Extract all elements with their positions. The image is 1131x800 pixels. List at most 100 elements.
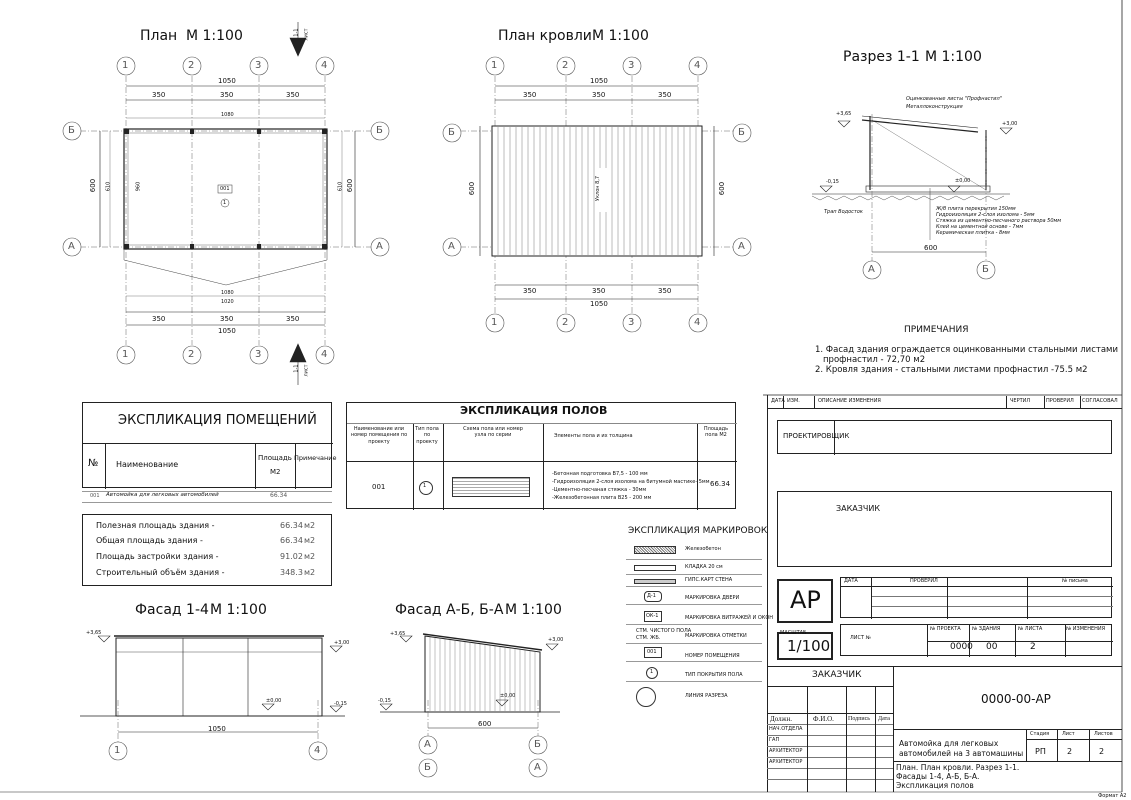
section-level-000: ±0,00	[955, 178, 971, 184]
floor-scheme-graphic	[452, 477, 530, 497]
plan-axis-2-bottom: 2	[188, 349, 195, 360]
floors-h5: Площадь пола М2	[703, 426, 729, 439]
areas-box	[82, 514, 332, 586]
floors-h3: Схема пола или номер узла по серии	[463, 426, 523, 439]
marking-label-2: КЛАДКА 20 см	[685, 564, 723, 570]
plan-dim-roof-h: 960	[135, 181, 142, 192]
section-callout-2: Металлоконструкция	[906, 104, 963, 110]
plan-outline	[123, 128, 328, 250]
plan-columns	[124, 129, 327, 249]
rooms-col-area-unit: М2	[270, 468, 281, 476]
marking-door-code: Д-1	[647, 593, 656, 599]
proj-value: 0000	[950, 642, 973, 652]
sheet-value: 2	[1067, 747, 1073, 756]
plan-dim-height-right: 600	[346, 178, 355, 193]
floors-row-num: 001	[372, 483, 386, 491]
plan-axis-b-right: Б	[376, 125, 383, 136]
plan-axis-3-bottom: 3	[255, 349, 262, 360]
floors-h2: Тип пола по проекту	[415, 426, 439, 445]
plan-dim-span2-b: 350	[220, 315, 234, 323]
level-marks	[819, 120, 1013, 193]
plan-room-type: 1	[223, 200, 227, 206]
roof-plan-title: План кровли	[498, 28, 592, 44]
notes-line-2: 2. Кровля здания - стальными листами про…	[815, 365, 1088, 375]
marking-concrete-swatch	[634, 546, 676, 554]
rooms-col-num: №	[88, 458, 99, 469]
drawing-contents: План. План кровли. Разрез 1-1. Фасады 1-…	[896, 763, 1020, 790]
rooms-row-area: 66.34	[270, 492, 288, 499]
facade1-level-000: ±0,00	[266, 698, 282, 704]
floors-type-circle	[419, 481, 433, 495]
marking-label-6: МАРКИРОВКА ОТМЕТКИ	[685, 633, 747, 639]
scale-box	[777, 632, 833, 660]
facade2-level-300: +3,00	[548, 637, 564, 643]
marking-label-7: НОМЕР ПОМЕЩЕНИЯ	[685, 653, 740, 659]
roof-axis-4-top: 4	[694, 60, 701, 71]
facade2-level-000: ±0,00	[500, 693, 516, 699]
date-h-checked: ПРОВЕРИЛ	[910, 578, 938, 584]
roof-axis-3-top: 3	[628, 60, 635, 71]
bld-value: 00	[986, 642, 998, 652]
facade2-title: Фасад А-Б, Б-А	[395, 602, 504, 618]
plan-dim-span3: 350	[286, 91, 300, 99]
marking-elev-text-1: СТМ. ЧИСТОГО ПОЛА	[636, 628, 692, 634]
role-2: ГАП	[769, 737, 780, 743]
stage-header: Стадия	[1030, 731, 1050, 737]
roof-dim-total-top: 1050	[590, 77, 608, 85]
roof-dim-height-right: 600	[718, 181, 727, 196]
plan-section-top-sheet: лист	[303, 28, 310, 41]
area-1-unit: м2	[304, 521, 316, 530]
marking-label-4: МАРКИРОВКА ДВЕРИ	[685, 595, 740, 601]
plan-axis-4-bottom: 4	[321, 349, 328, 360]
area-3-label: Площадь застройки здания -	[96, 552, 219, 561]
area-2-value: 66.34	[280, 536, 303, 545]
floors-h1: Наименование или номер помещения по прое…	[350, 426, 408, 445]
plan-axis-b-left: Б	[68, 125, 75, 136]
rev-h-date: ДАТА	[771, 398, 785, 404]
date-h-date: ДАТА	[844, 578, 858, 584]
role-1: НАЧ.ОТДЕЛА	[769, 726, 803, 732]
marking-label-8: ТИП ПОКРЫТИЯ ПОЛА	[685, 672, 743, 678]
sheetno-value: 2	[1030, 642, 1036, 652]
scale-value: 1/100	[787, 637, 831, 655]
rev-h-drawn: ЧЕРТИЛ	[1010, 398, 1031, 404]
marking-masonry-swatch	[634, 565, 676, 571]
plan-axis-2-top: 2	[188, 60, 195, 71]
facade2-scale: М 1:100	[505, 602, 562, 618]
sig-h-name: Ф.И.О.	[813, 715, 834, 723]
area-2-unit: м2	[304, 536, 316, 545]
designer-label: ПРОЕКТИРОВЩИК	[783, 432, 850, 440]
marking-window-swatch	[644, 611, 662, 622]
roof-axis-a-left: А	[448, 241, 455, 252]
roof-dim-span1-b: 350	[523, 287, 537, 295]
sheets-value: 2	[1099, 747, 1105, 756]
section-layer-1: Ж/б плита перекрытия 150мм	[936, 206, 1016, 212]
facade2-level-m015: -0,15	[378, 698, 391, 704]
object-name: Автомойка для легковых автомобилей на 3 …	[899, 739, 1024, 758]
floors-row-type: 1	[423, 483, 427, 489]
plan-axis-3-top: 3	[255, 60, 262, 71]
rooms-title: ЭКСПЛИКАЦИЯ ПОМЕЩЕНИЙ	[118, 413, 317, 428]
notes-line-1: 1. Фасад здания ограждается оцинкованным…	[815, 345, 1118, 355]
area-3-unit: м2	[304, 552, 316, 561]
section-title: Разрез 1-1	[843, 49, 920, 65]
area-3-value: 91.02	[280, 552, 303, 561]
area-1-label: Полезная площадь здания -	[96, 521, 215, 530]
sig-h-position: Должн.	[770, 715, 793, 723]
section-layer-3: Стяжка из цементно-песчаного раствора 50…	[936, 218, 1062, 224]
markings-list	[626, 541, 762, 711]
marking-drywall-swatch	[634, 579, 676, 584]
roof-axis-1-top: 1	[491, 60, 498, 71]
area-4-unit: м2	[304, 568, 316, 577]
role-4: АРХИТЕКТОР	[769, 759, 803, 765]
plan-section-top-label: 1-1	[293, 28, 300, 37]
roof-dim-height-left: 600	[468, 181, 477, 196]
facade1-level-m015: -0,15	[334, 701, 347, 707]
section-layer-2: Гидроизоляция 2-слоя изолома - 5мм	[936, 212, 1035, 218]
facade2-axis-a-top: А	[424, 739, 431, 750]
facade2-axis-b-bottom: Б	[424, 762, 431, 773]
facade2-axis-b-top: Б	[534, 739, 541, 750]
date-h-letter: № письма	[1062, 578, 1088, 584]
doc-code: 0000-00-АР	[981, 692, 1051, 706]
